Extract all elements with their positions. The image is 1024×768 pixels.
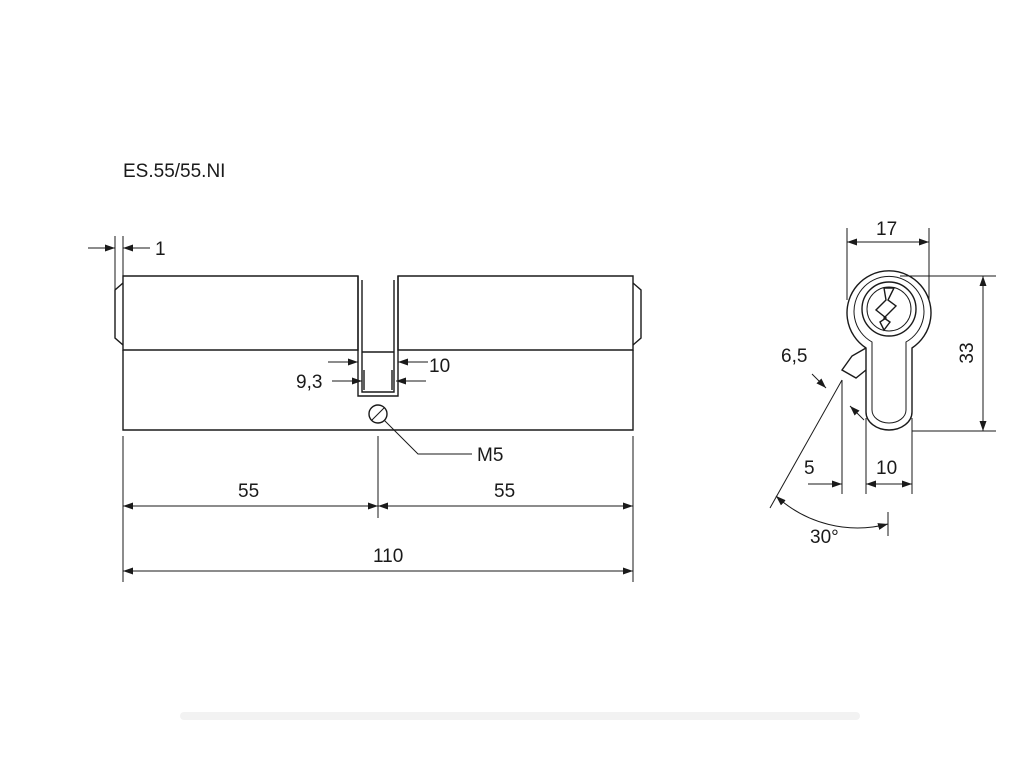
bottom-shadow	[180, 712, 860, 720]
key-slot-icon	[874, 287, 898, 332]
dim-offset-side-label: 5	[804, 458, 815, 479]
front-view: 1 10 9,3 M5 55 55 110	[88, 236, 642, 582]
plug	[861, 281, 917, 337]
cylinder-upper-body-right	[397, 275, 634, 351]
cylinder-lower-body	[122, 350, 634, 431]
dim-cam-depth-label: 9,3	[296, 372, 322, 393]
cylinder-upper-body	[122, 275, 359, 351]
right-end-cap	[632, 282, 642, 346]
cam-slot	[357, 276, 399, 397]
dim-width-label: 17	[876, 219, 897, 240]
dim-total-label: 110	[373, 546, 403, 567]
dim-cam-label: 6,5	[781, 346, 807, 367]
profile-outline	[846, 270, 932, 431]
dim-left-label: 55	[238, 481, 259, 502]
left-end-cap	[114, 282, 124, 346]
drawing-title: ES.55/55.NI	[123, 161, 225, 182]
dim-cam-width-label: 10	[429, 356, 450, 377]
cam	[361, 280, 395, 393]
screw-hole	[368, 404, 388, 424]
dim-angle-label: 30°	[810, 527, 839, 548]
dim-screw-label: M5	[477, 445, 503, 466]
profile-inner	[853, 275, 925, 424]
dim-right-label: 55	[494, 481, 515, 502]
dim-height-label: 33	[957, 342, 978, 363]
dim-lower-width-label: 10	[876, 458, 897, 479]
side-cam	[840, 347, 867, 379]
dim-offset-label: 1	[155, 239, 166, 260]
side-view: 17 33 6,5 5 10 30°	[769, 219, 996, 548]
